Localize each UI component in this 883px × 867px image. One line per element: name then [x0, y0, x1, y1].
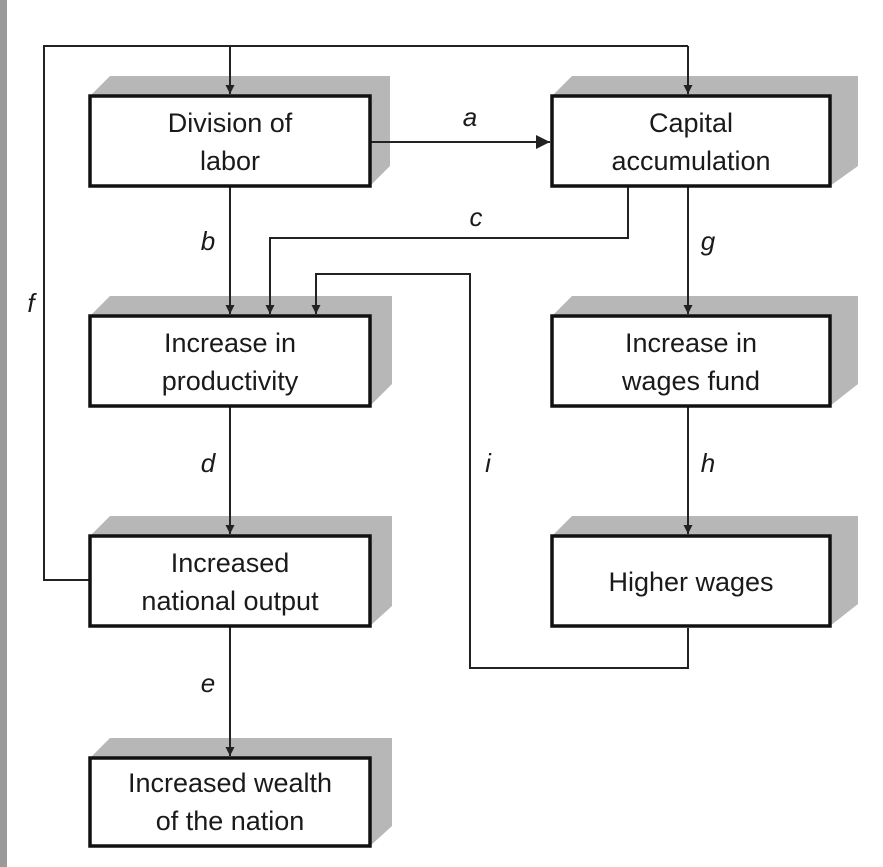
- wealth-label-line2: of the nation: [156, 806, 305, 836]
- edge-label-i: i: [485, 448, 492, 478]
- node-labels: Division of labor Capital accumulation I…: [128, 108, 774, 836]
- edge-label-g: g: [701, 226, 716, 256]
- wagesfund-box: [550, 314, 832, 408]
- higherwages-label: Higher wages: [608, 567, 773, 597]
- edge-label-a: a: [463, 102, 477, 132]
- connectors: [43, 45, 693, 756]
- wealth-label-line1: Increased wealth: [128, 768, 332, 798]
- edge-label-f: f: [27, 288, 37, 318]
- box-faces: [88, 94, 832, 848]
- edge-label-d: d: [201, 448, 217, 478]
- wagesfund-label-line2: wages fund: [621, 366, 760, 396]
- higherwages-box: [550, 534, 832, 628]
- productivity-box: [88, 314, 372, 408]
- edge-i-line: [311, 273, 689, 669]
- page-edge-bar: [0, 0, 7, 867]
- division-label-line2: labor: [200, 146, 260, 176]
- output-label-line1: Increased: [171, 548, 290, 578]
- capital-box: [550, 94, 832, 188]
- capital-label-line1: Capital: [649, 108, 733, 138]
- edge-f-line: [43, 45, 688, 581]
- wealth-box: [88, 756, 372, 848]
- productivity-label-line1: Increase in: [164, 328, 296, 358]
- output-box: [88, 534, 372, 628]
- edge-label-h: h: [701, 448, 715, 478]
- output-label-line2: national output: [141, 586, 319, 616]
- division-box: [88, 94, 372, 188]
- division-label-line1: Division of: [168, 108, 293, 138]
- capital-label-line2: accumulation: [611, 146, 770, 176]
- wagesfund-label-line1: Increase in: [625, 328, 757, 358]
- edge-label-e: e: [201, 668, 215, 698]
- edge-labels: a b c d e f g h i: [27, 102, 715, 698]
- edge-c-line: [265, 186, 629, 314]
- productivity-label-line2: productivity: [162, 366, 299, 396]
- edge-label-b: b: [201, 226, 215, 256]
- edge-label-c: c: [470, 202, 483, 232]
